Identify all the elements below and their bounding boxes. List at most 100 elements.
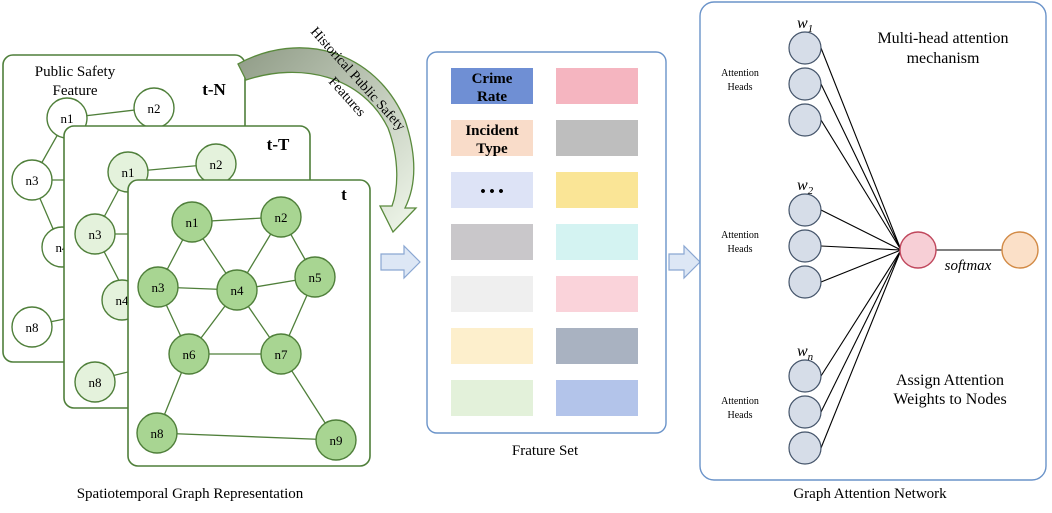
feature-block-fill bbox=[556, 328, 638, 364]
svg-text:n3: n3 bbox=[89, 227, 102, 242]
svg-text:n4: n4 bbox=[116, 293, 130, 308]
node: n2 bbox=[133, 87, 175, 129]
svg-text:n9: n9 bbox=[330, 433, 343, 448]
svg-text:n2: n2 bbox=[148, 101, 161, 116]
aggregate-node bbox=[899, 231, 937, 269]
flow-arrow-2 bbox=[668, 244, 701, 280]
layer-label-t: t bbox=[341, 185, 347, 204]
heads-label: Attention bbox=[721, 396, 759, 407]
svg-text:n2: n2 bbox=[275, 210, 288, 225]
node: n6 bbox=[168, 333, 210, 375]
attention-connections bbox=[820, 47, 902, 449]
feature-block-fill bbox=[451, 380, 533, 416]
feature-right-column bbox=[556, 68, 638, 416]
svg-text:n2: n2 bbox=[210, 157, 223, 172]
heads-label: Attention bbox=[721, 68, 759, 79]
attention-groups: w1AttentionHeadsw2AttentionHeadswnAttent… bbox=[721, 15, 822, 465]
feature-block bbox=[451, 276, 533, 312]
attention-edge bbox=[820, 245, 902, 251]
feature-block-fill bbox=[451, 172, 533, 208]
feature-block-label: • • • bbox=[480, 184, 503, 200]
feature-block bbox=[451, 380, 533, 416]
feature-block-fill bbox=[451, 120, 533, 156]
feature-block-label: Type bbox=[476, 141, 508, 157]
gat-panel: Multi-head attention mechanism Assign At… bbox=[699, 1, 1047, 502]
feature-block-fill bbox=[556, 276, 638, 312]
svg-text:n6: n6 bbox=[183, 347, 197, 362]
layer-label-t-T: t-T bbox=[267, 135, 290, 154]
attention-edge bbox=[820, 47, 902, 251]
svg-text:n8: n8 bbox=[151, 426, 164, 441]
gat-title-line1: Multi-head attention bbox=[877, 30, 1008, 47]
graph-caption: Spatiotemporal Graph Representation bbox=[77, 486, 304, 502]
weight-subscript: n bbox=[808, 351, 814, 363]
feature-block bbox=[451, 328, 533, 364]
svg-text:n1: n1 bbox=[122, 165, 135, 180]
svg-text:n1: n1 bbox=[61, 111, 74, 126]
node: n5 bbox=[294, 256, 336, 298]
feature-block-fill bbox=[556, 380, 638, 416]
node: n8 bbox=[136, 412, 178, 454]
attention-head-node bbox=[788, 67, 822, 101]
attention-edge bbox=[820, 249, 902, 283]
heads-label: Heads bbox=[728, 82, 753, 93]
node: n4 bbox=[216, 269, 258, 311]
node: n3 bbox=[11, 159, 53, 201]
attention-edge bbox=[820, 83, 902, 251]
attention-head-node bbox=[788, 395, 822, 429]
graph-layer-t: t n1 n2 n3 bbox=[127, 179, 371, 467]
feature-label-line2: Feature bbox=[53, 83, 98, 99]
node: n8 bbox=[74, 361, 116, 403]
assign-line2: Weights to Nodes bbox=[893, 391, 1006, 408]
svg-text:n3: n3 bbox=[26, 173, 39, 188]
weight-subscript: 1 bbox=[808, 23, 814, 35]
attention-edge bbox=[820, 249, 902, 449]
gat-caption: Graph Attention Network bbox=[793, 486, 947, 502]
feature-block-fill bbox=[556, 120, 638, 156]
softmax-label: softmax bbox=[945, 258, 992, 274]
node: n9 bbox=[315, 419, 357, 461]
svg-text:n8: n8 bbox=[89, 375, 102, 390]
feature-block-label: Rate bbox=[477, 89, 507, 105]
attention-edge bbox=[820, 249, 902, 413]
node: n3 bbox=[74, 213, 116, 255]
feature-block-label: Incident bbox=[465, 123, 518, 139]
svg-text:n5: n5 bbox=[309, 270, 322, 285]
node: n7 bbox=[260, 333, 302, 375]
svg-text:n7: n7 bbox=[275, 347, 289, 362]
attention-head-node bbox=[788, 359, 822, 393]
heads-label: Heads bbox=[728, 244, 753, 255]
weight-subscript: 2 bbox=[808, 185, 814, 197]
attention-head-node bbox=[788, 31, 822, 65]
feature-block-fill bbox=[556, 172, 638, 208]
attention-head-node bbox=[788, 265, 822, 299]
heads-label: Attention bbox=[721, 230, 759, 241]
feature-block-fill bbox=[451, 224, 533, 260]
layer-label-t-N: t-N bbox=[202, 80, 226, 99]
node: n2 bbox=[260, 196, 302, 238]
feature-block-fill bbox=[451, 276, 533, 312]
svg-text:n8: n8 bbox=[26, 320, 39, 335]
heads-label: Heads bbox=[728, 410, 753, 421]
feature-block-fill bbox=[451, 328, 533, 364]
node: n1 bbox=[171, 201, 213, 243]
assign-line1: Assign Attention bbox=[896, 372, 1004, 389]
attention-edge bbox=[820, 119, 902, 251]
attention-head-node bbox=[788, 103, 822, 137]
gat-title-line2: mechanism bbox=[907, 50, 980, 67]
svg-text:n3: n3 bbox=[152, 280, 165, 295]
attention-head-node bbox=[788, 193, 822, 227]
feature-block-fill bbox=[556, 224, 638, 260]
feature-label-line1: Public Safety bbox=[35, 64, 116, 80]
attention-head-node bbox=[788, 431, 822, 465]
attention-edge bbox=[820, 209, 902, 251]
feature-block-fill bbox=[556, 68, 638, 104]
node: n2 bbox=[195, 143, 237, 185]
node: n8 bbox=[11, 306, 53, 348]
